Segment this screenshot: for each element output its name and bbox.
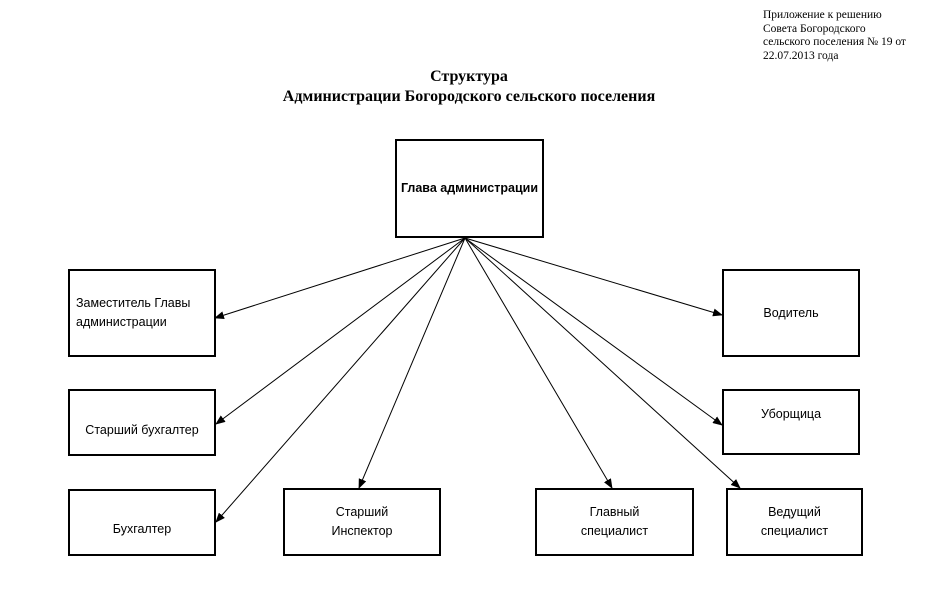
cleaner-box: Уборщица <box>722 389 860 455</box>
accountant-box: Бухгалтер <box>68 489 216 556</box>
senior-inspector-label: Старший Инспектор <box>331 505 393 538</box>
deputy-head-box: Заместитель Главы администрации <box>68 269 216 357</box>
head-of-administration-box: Глава администрации <box>395 139 544 238</box>
senior-inspector-box: Старший Инспектор <box>283 488 441 556</box>
appendix-note: Приложение к решению Совета Богородского… <box>763 9 923 63</box>
arrow-to-driver <box>464 237 723 317</box>
arrow-to-senior-accountant <box>215 237 466 425</box>
arrow-to-cleaner <box>464 237 723 426</box>
chief-specialist-box: Главный специалист <box>535 488 694 556</box>
diagram-title: Структура Администрации Богородского сел… <box>200 67 738 107</box>
arrow-to-senior-inspector <box>358 237 466 489</box>
arrow-to-leading-specialist <box>464 237 741 489</box>
title-line-2: Администрации Богородского сельского пос… <box>282 88 656 105</box>
leading-specialist-label: Ведущий специалист <box>760 505 829 538</box>
cleaner-label: Уборщица <box>760 406 822 421</box>
appendix-note-line-1: Приложение к решению <box>763 9 882 21</box>
arrow-to-accountant <box>215 237 466 523</box>
chief-specialist-label: Главный специалист <box>580 505 649 538</box>
appendix-note-line-4: 22.07.2013 года <box>763 49 839 62</box>
arrow-to-deputy <box>214 237 466 320</box>
leading-specialist-box: Ведущий специалист <box>726 488 863 556</box>
accountant-label: Бухгалтер <box>112 522 172 536</box>
head-of-administration-label: Глава администрации <box>400 181 539 195</box>
senior-accountant-label: Старший бухгалтер <box>85 423 199 437</box>
title-line-1: Структура <box>430 68 508 85</box>
senior-accountant-box: Старший бухгалтер <box>68 389 216 456</box>
arrow-to-chief-specialist <box>464 237 613 489</box>
appendix-note-line-3: сельского поселения № 19 от <box>763 36 906 48</box>
deputy-head-label: Заместитель Главы администрации <box>76 296 191 329</box>
driver-label: Водитель <box>763 305 819 320</box>
driver-box: Водитель <box>722 269 860 357</box>
appendix-note-line-2: Совета Богородского <box>763 22 866 35</box>
